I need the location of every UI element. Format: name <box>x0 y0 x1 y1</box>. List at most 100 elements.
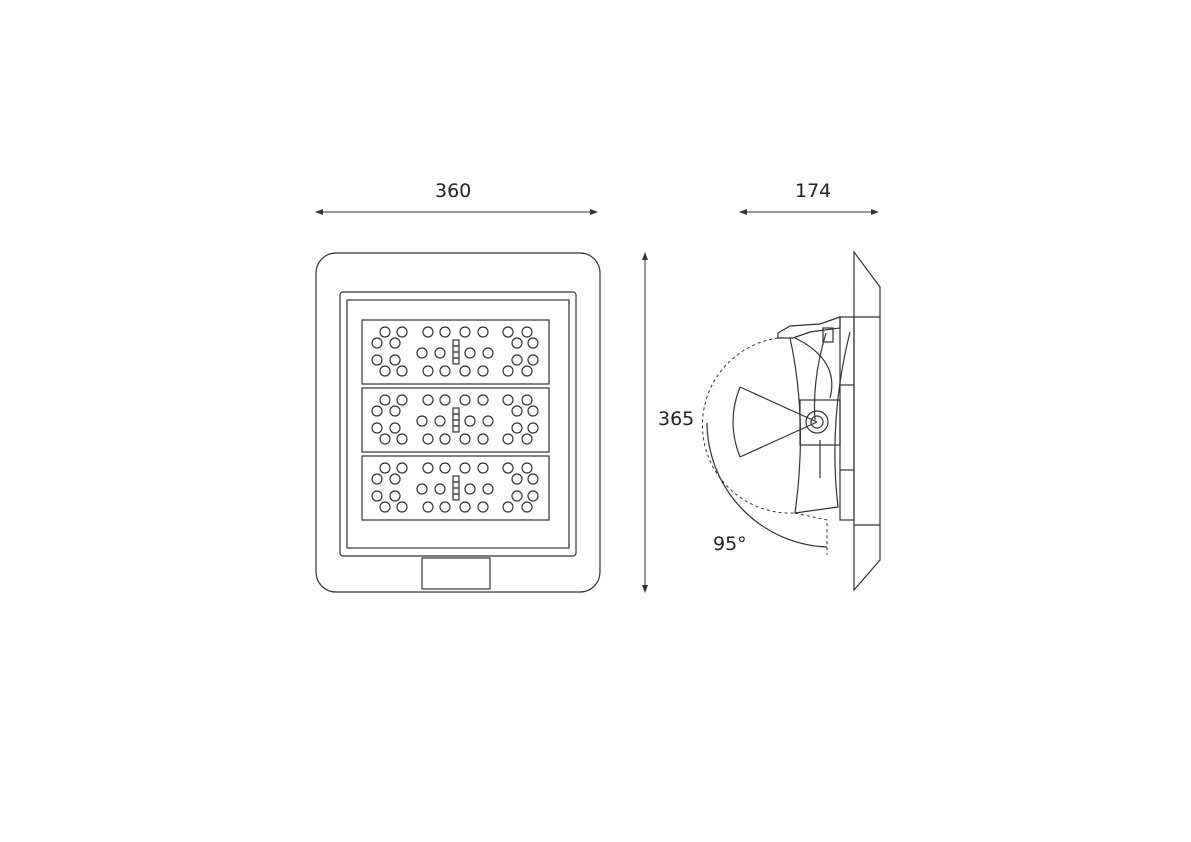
led <box>439 326 451 338</box>
led <box>521 326 533 338</box>
led <box>389 337 401 349</box>
led <box>379 501 391 513</box>
led-module <box>361 455 550 521</box>
led <box>389 422 401 434</box>
connector-cell <box>452 413 460 421</box>
led <box>527 473 539 485</box>
led <box>502 433 514 445</box>
led <box>389 473 401 485</box>
led <box>482 483 494 495</box>
led <box>371 422 383 434</box>
led <box>459 433 471 445</box>
led <box>371 473 383 485</box>
led <box>464 415 476 427</box>
led <box>416 483 428 495</box>
led <box>502 501 514 513</box>
led <box>527 422 539 434</box>
led <box>422 365 434 377</box>
led <box>511 337 523 349</box>
connector-cell <box>452 493 460 501</box>
led <box>422 433 434 445</box>
led <box>521 462 533 474</box>
led <box>459 326 471 338</box>
led <box>422 501 434 513</box>
led <box>379 433 391 445</box>
led <box>396 433 408 445</box>
connector-cell <box>452 407 460 415</box>
connector-cell <box>452 339 460 347</box>
led <box>459 365 471 377</box>
led <box>477 462 489 474</box>
led <box>422 326 434 338</box>
led <box>416 415 428 427</box>
connector-cell <box>452 475 460 483</box>
led <box>511 354 523 366</box>
height-label: 365 <box>658 408 695 430</box>
led <box>482 347 494 359</box>
tilt-angle-label: 95° <box>713 533 747 555</box>
led <box>527 337 539 349</box>
led <box>434 483 446 495</box>
width-label: 360 <box>435 180 472 202</box>
led <box>439 433 451 445</box>
led <box>439 462 451 474</box>
led <box>477 326 489 338</box>
led <box>396 501 408 513</box>
led <box>379 365 391 377</box>
led <box>477 433 489 445</box>
led <box>482 415 494 427</box>
led <box>439 365 451 377</box>
led <box>477 501 489 513</box>
led <box>521 394 533 406</box>
led <box>371 354 383 366</box>
driver-box <box>421 557 491 590</box>
led <box>396 462 408 474</box>
led <box>464 347 476 359</box>
led <box>502 326 514 338</box>
connector-cell <box>452 357 460 365</box>
led <box>422 462 434 474</box>
led <box>422 394 434 406</box>
depth-label: 174 <box>795 180 832 202</box>
led <box>396 394 408 406</box>
led <box>511 490 523 502</box>
led <box>379 394 391 406</box>
led <box>434 415 446 427</box>
led <box>502 462 514 474</box>
led <box>459 394 471 406</box>
led <box>396 365 408 377</box>
led <box>439 501 451 513</box>
connector-cell <box>452 351 460 359</box>
connector-cell <box>452 419 460 427</box>
led <box>396 326 408 338</box>
connector-cell <box>452 345 460 353</box>
led <box>379 462 391 474</box>
front-view <box>315 252 601 593</box>
led <box>527 354 539 366</box>
connector-cell <box>452 487 460 495</box>
led-module <box>361 319 550 385</box>
led <box>527 490 539 502</box>
led <box>464 483 476 495</box>
led <box>371 490 383 502</box>
led <box>371 337 383 349</box>
connector-cell <box>452 425 460 433</box>
led <box>521 501 533 513</box>
led <box>389 354 401 366</box>
led <box>371 405 383 417</box>
led <box>416 347 428 359</box>
led-module <box>361 387 550 453</box>
side-view <box>701 250 881 592</box>
led <box>477 394 489 406</box>
led <box>521 365 533 377</box>
led <box>502 394 514 406</box>
led <box>511 473 523 485</box>
led <box>434 347 446 359</box>
led <box>459 501 471 513</box>
led <box>439 394 451 406</box>
led <box>477 365 489 377</box>
led <box>502 365 514 377</box>
led <box>511 405 523 417</box>
led <box>527 405 539 417</box>
